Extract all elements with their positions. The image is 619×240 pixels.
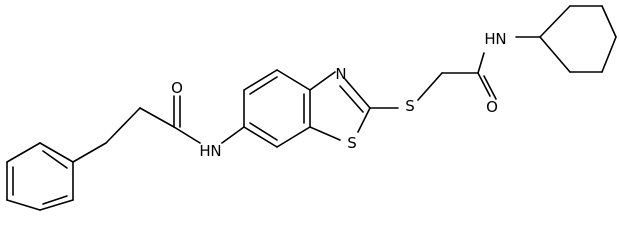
bond (6, 199, 41, 211)
bond (477, 72, 491, 97)
bond (357, 107, 371, 133)
bond (339, 85, 364, 113)
bond (539, 5, 571, 38)
bond (39, 199, 74, 211)
bonds (6, 5, 617, 211)
bond (249, 122, 278, 141)
bond (344, 78, 371, 109)
bond (243, 126, 278, 148)
amide-nitrogen-left: N (210, 142, 221, 160)
bond (276, 69, 311, 91)
bond (309, 71, 336, 91)
carbonyl-oxygen-left: O (171, 79, 183, 97)
bond (539, 36, 571, 73)
bond (39, 142, 74, 163)
bond (42, 195, 68, 205)
bond (72, 142, 107, 163)
bond (477, 52, 485, 74)
amide-nitrogen-right: N (495, 30, 506, 48)
bond (221, 126, 245, 144)
molecule-structure: O N H N S S H N O (6, 5, 617, 211)
thiazole-nitrogen: N (335, 65, 346, 83)
atom-labels: O N H N S S H N O (171, 30, 507, 160)
bond (601, 5, 617, 38)
bond (309, 126, 341, 141)
amide-hydrogen-left: H (199, 142, 210, 160)
bond (483, 75, 497, 100)
bond (42, 150, 68, 169)
thioether-sulfur: S (405, 97, 415, 115)
bond (276, 126, 311, 148)
thiazole-sulfur: S (347, 134, 357, 152)
amide-hydrogen-right: H (484, 30, 495, 48)
bond (417, 72, 443, 101)
bond (139, 107, 175, 128)
bond (173, 126, 201, 144)
bond (601, 36, 617, 73)
bond (105, 107, 141, 144)
bond (243, 69, 278, 91)
carbonyl-oxygen-right: O (486, 98, 498, 116)
bond (6, 142, 41, 163)
bond (249, 76, 278, 95)
